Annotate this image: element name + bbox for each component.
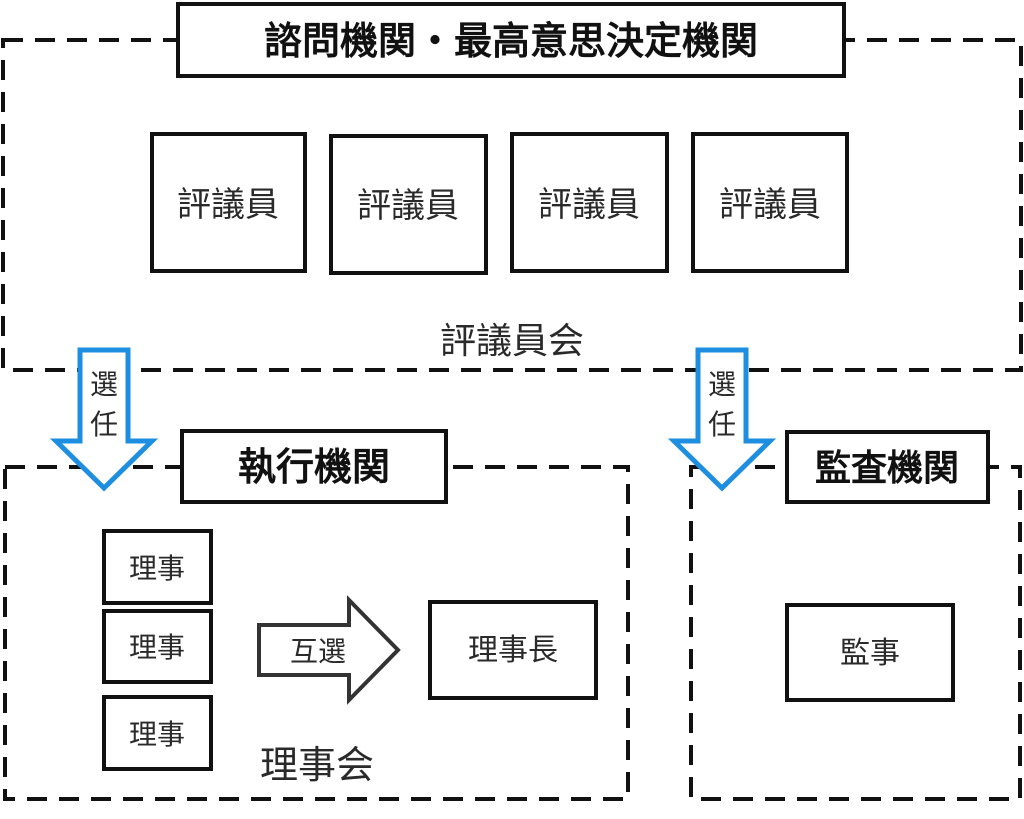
audit-title-box: 監査機関: [785, 430, 990, 504]
trustee-label: 評議員: [357, 186, 459, 226]
down-arrow-icon: [49, 347, 159, 492]
election-arrow-right: 選 任: [667, 347, 777, 492]
election-label-char: 任: [708, 408, 736, 441]
director-box-1: 理事: [102, 529, 213, 605]
down-arrow-icon: [667, 347, 777, 492]
executive-title-box: 執行機関: [180, 429, 448, 504]
director-council-label: 理事会: [260, 743, 374, 787]
trustee-council-label: 評議員会: [440, 321, 584, 362]
advisory-title: 諮問機関・最高意思決定機関: [264, 19, 758, 63]
advisory-body: 諮問機関・最高意思決定機関 評議員 評議員 評議員 評議員 評議員会: [1, 2, 1023, 372]
chair-label: 理事長: [468, 633, 558, 668]
mutual-election-arrow: 互選: [257, 595, 401, 705]
director-box-3: 理事: [102, 695, 213, 771]
executive-title: 執行機関: [238, 445, 390, 489]
election-label-char: 選: [90, 368, 118, 401]
trustee-label: 評議員: [538, 185, 640, 225]
trustee-label: 評議員: [719, 185, 821, 225]
director-box-2: 理事: [102, 609, 213, 684]
advisory-dashed-frame: [1, 38, 1023, 372]
executive-dashed-frame: [3, 465, 630, 801]
election-label-char: 任: [90, 408, 118, 441]
trustee-box-1: 評議員: [150, 132, 307, 273]
mutual-election-label: 互選: [290, 635, 346, 668]
auditor-label: 監事: [840, 636, 900, 671]
trustee-box-2: 評議員: [329, 134, 488, 275]
trustee-box-3: 評議員: [510, 132, 669, 273]
right-arrow-icon: [257, 595, 401, 705]
trustee-label: 評議員: [177, 185, 279, 225]
auditor-box: 監事: [785, 603, 955, 702]
director-label: 理事: [129, 552, 185, 585]
audit-title: 監査機関: [815, 448, 959, 489]
director-label: 理事: [129, 631, 185, 664]
audit-body: 監査機関 監事: [689, 430, 1022, 801]
director-label: 理事: [129, 718, 185, 751]
executive-body: 執行機関 理事 理事 理事 互選 理事長 理事会: [3, 429, 630, 801]
election-arrow-left: 選 任: [49, 347, 159, 492]
trustee-box-4: 評議員: [691, 132, 849, 273]
chair-box: 理事長: [428, 600, 598, 700]
election-label-char: 選: [708, 368, 736, 401]
advisory-title-box: 諮問機関・最高意思決定機関: [176, 2, 846, 78]
